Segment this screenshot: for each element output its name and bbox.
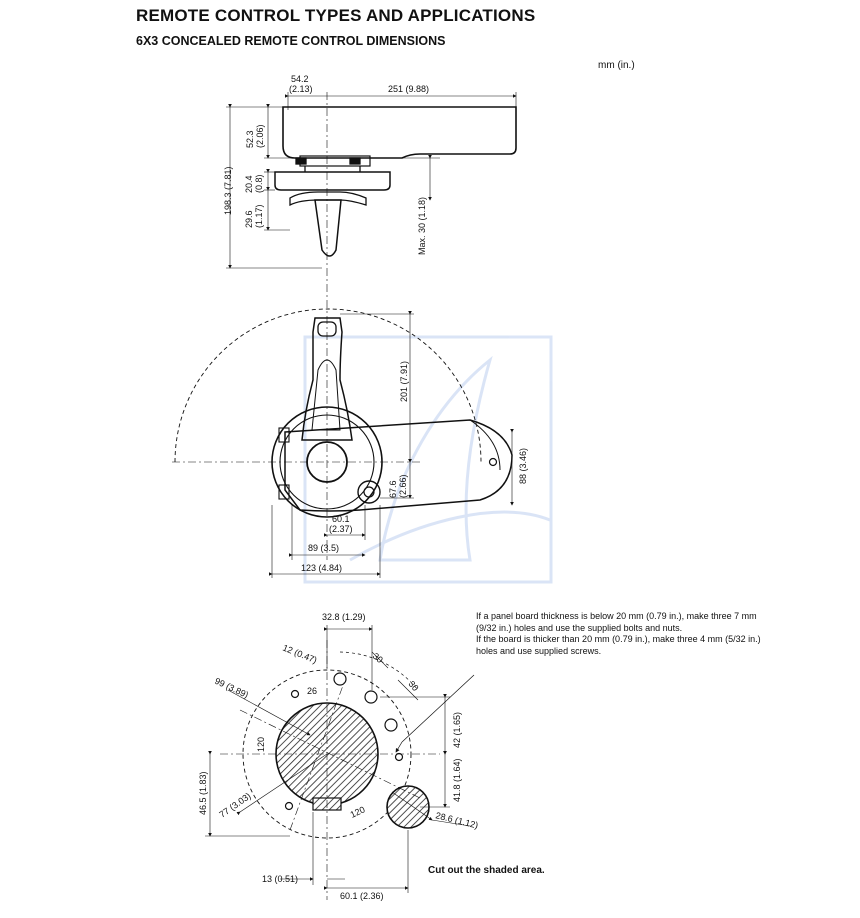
- dim-small-circle: 28.6 (1.12): [435, 810, 480, 830]
- dim-body-height: 52.3: [245, 130, 255, 148]
- page-title: REMOTE CONTROL TYPES AND APPLICATIONS: [136, 6, 536, 25]
- dim-right-42: 42 (1.65): [452, 712, 462, 748]
- dim-left-height: 46.5 (1.83): [198, 771, 208, 815]
- dim-hub-offset: 60.1: [332, 514, 350, 524]
- dim-lever-height: 201 (7.91): [399, 361, 409, 402]
- dim-width-123: 123 (4.84): [301, 563, 342, 573]
- dim-top: 32.8 (1.29): [322, 612, 366, 622]
- dim-flange: 29.6: [244, 210, 254, 228]
- dim-angle-a: 30: [371, 651, 385, 665]
- dim-plate: 20.4: [244, 175, 254, 193]
- dim-body-height-in: (2.06): [255, 124, 265, 148]
- units-label: mm (in.): [598, 60, 635, 71]
- page-subtitle: 6X3 CONCEALED REMOTE CONTROL DIMENSIONS: [136, 34, 446, 48]
- side-view-labels: 54.2 (2.13) 251 (9.88) 52.3 (2.06) 198.3…: [223, 74, 429, 255]
- dim-housing-height: 88 (3.46): [518, 448, 528, 484]
- dim-bottom-13: 13 (0.51): [262, 874, 298, 884]
- watermark: [303, 335, 553, 584]
- dim-top-offset: 54.2: [291, 74, 309, 84]
- dim-hub-height: 67.6: [388, 480, 398, 498]
- cutout-label: Cut out the shaded area.: [428, 865, 545, 876]
- dim-flange-in: (1.17): [254, 204, 264, 228]
- cutout-view: [205, 625, 475, 900]
- dim-bottom-60: 60.1 (2.36): [340, 891, 384, 901]
- note-thin-panel: If a panel board thickness is below 20 m…: [476, 611, 757, 633]
- dim-angle-e: 120: [349, 804, 367, 819]
- note-thick-panel: If the board is thicker than 20 mm (0.79…: [476, 634, 761, 656]
- dim-hole-radius: 12 (0.47): [281, 643, 318, 666]
- dim-hub-offset-in: (2.37): [329, 524, 353, 534]
- front-view: [172, 300, 514, 578]
- dim-diameter: 99 (3.89): [213, 676, 250, 700]
- dim-total-height: 198.3 (7.81): [223, 166, 233, 215]
- dim-radius-77: 77 (3.03): [217, 791, 252, 820]
- front-view-labels: 201 (7.91) 88 (3.46) 67.6 (2.66) 60.1 (2…: [301, 361, 528, 573]
- mounting-note: If a panel board thickness is below 20 m…: [476, 611, 776, 657]
- dim-top-offset-in: (2.13): [289, 84, 313, 94]
- dim-width: 251 (9.88): [388, 84, 429, 94]
- dim-angle-b: 30: [406, 679, 420, 693]
- dim-hub-height-in: (2.66): [398, 474, 408, 498]
- dim-angle-d: 120: [256, 737, 266, 752]
- dim-width-89: 89 (3.5): [308, 543, 339, 553]
- dim-angle-c: 26: [307, 686, 317, 696]
- side-view: [226, 92, 517, 300]
- dim-max: Max. 30 (1.18): [417, 197, 427, 255]
- dim-plate-in: (0.8): [254, 174, 264, 193]
- dim-right-41: 41.8 (1.64): [452, 758, 462, 802]
